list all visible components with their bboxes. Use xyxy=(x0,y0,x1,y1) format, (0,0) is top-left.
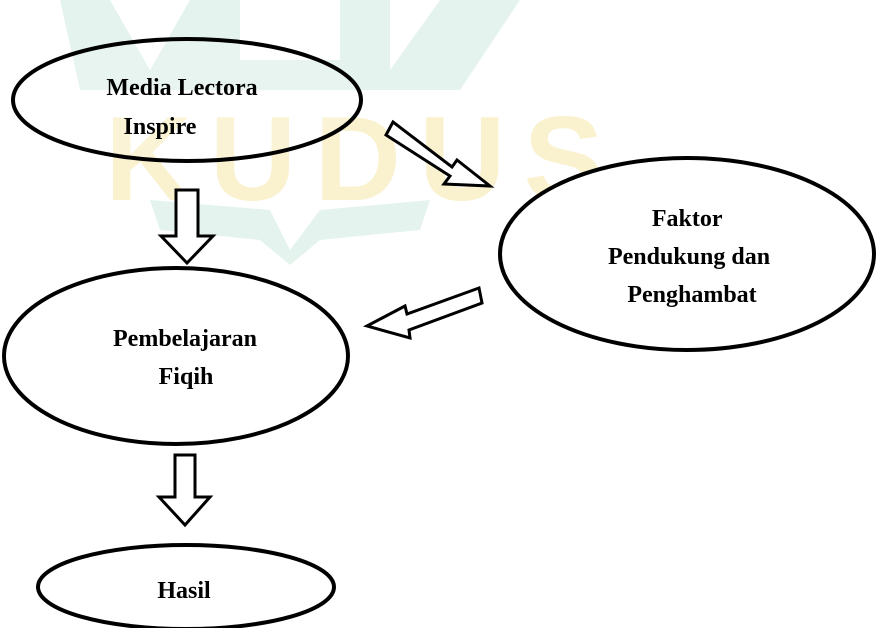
node-hasil-label: Hasil xyxy=(157,578,211,604)
node-hasil: Hasil xyxy=(36,543,336,628)
node-faktor-line2: Pendukung dan xyxy=(608,244,770,270)
node-faktor: Faktor Pendukung dan Penghambat xyxy=(498,156,876,352)
node-hasil-ellipse xyxy=(36,543,336,628)
arrow-faktor-to-pembelajaran xyxy=(362,285,484,341)
node-faktor-ellipse xyxy=(498,156,876,352)
watermark-book-shape xyxy=(150,200,430,265)
node-faktor-line3: Penghambat xyxy=(627,282,756,308)
node-media-ellipse xyxy=(11,37,363,163)
node-faktor-label: Faktor Pendukung dan Penghambat xyxy=(608,206,776,308)
node-pembelajaran: Pembelajaran Fiqih xyxy=(2,266,350,446)
node-hasil-line1: Hasil xyxy=(157,578,211,604)
node-pembelajaran-line1: Pembelajaran xyxy=(113,326,257,352)
node-media-line2: Inspire xyxy=(124,114,197,140)
node-pembelajaran-line2: Fiqih xyxy=(159,364,214,390)
arrow-media-to-faktor xyxy=(384,119,495,188)
node-media-line1: Media Lectora xyxy=(106,75,257,101)
node-pembelajaran-label: Pembelajaran Fiqih xyxy=(113,326,263,390)
node-pembelajaran-ellipse xyxy=(2,266,350,446)
node-faktor-line1: Faktor xyxy=(652,206,723,232)
node-media-label: Media Lectora Inspire xyxy=(106,75,263,140)
arrow-down-pembelajaran-to-hasil xyxy=(155,453,214,528)
arrow-down-media-to-pembelajaran xyxy=(157,188,217,266)
watermark-logo-top-shape xyxy=(60,0,520,90)
node-media-lectora: Media Lectora Inspire xyxy=(11,37,363,163)
